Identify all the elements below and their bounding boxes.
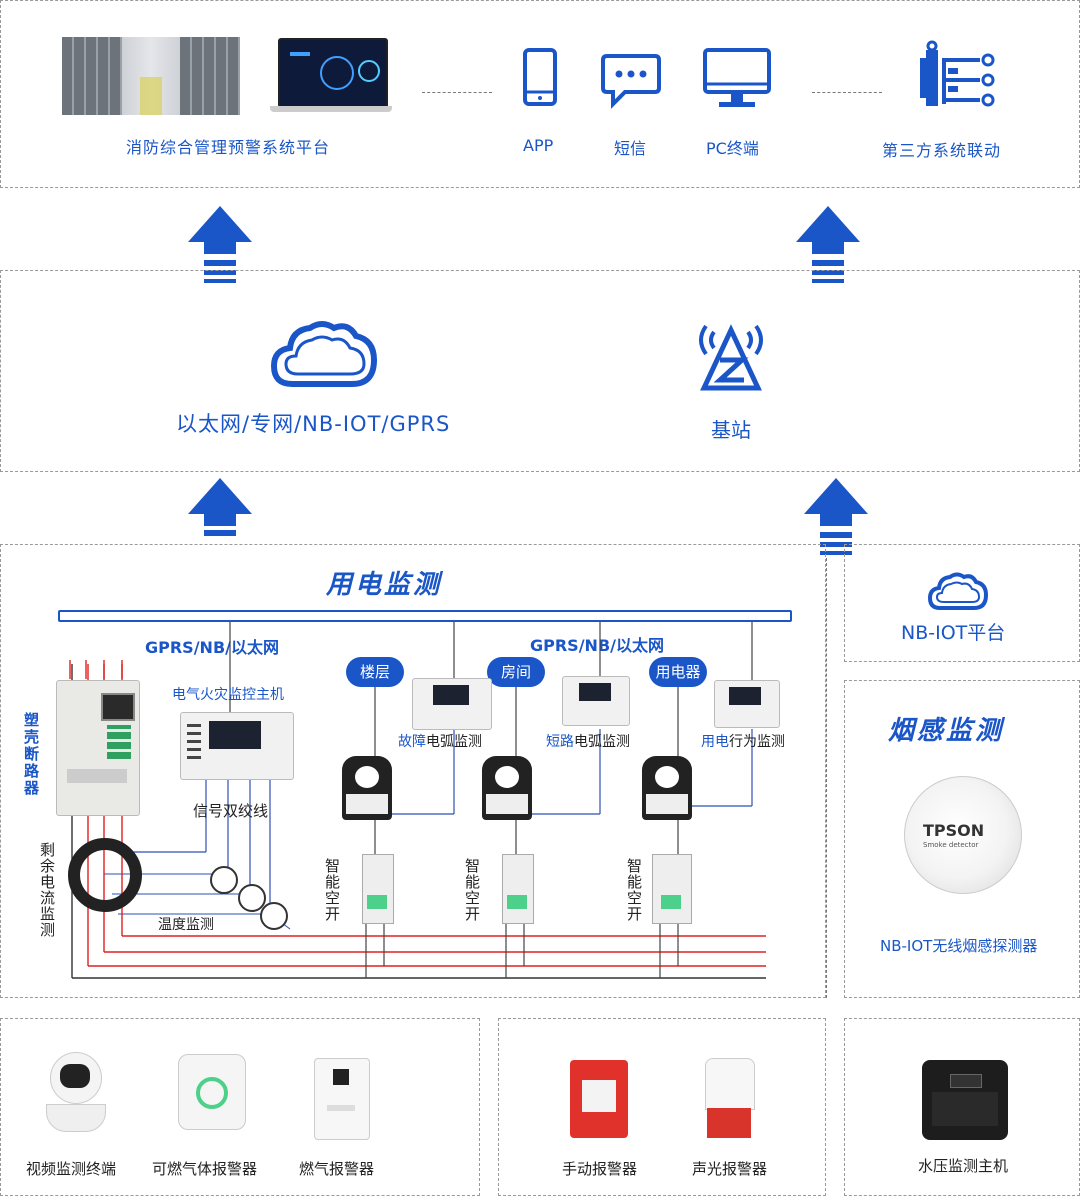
- laptop-dashboard: [270, 38, 392, 113]
- up-arrow-icon: [804, 478, 868, 555]
- video-camera: [46, 1052, 106, 1132]
- nbiot-label: NB-IOT平台: [901, 622, 1006, 644]
- temperature-label: 温度监测: [158, 917, 214, 933]
- bus-label-left: GPRS/NB/以太网: [145, 638, 279, 657]
- video-gas-panel: [0, 1018, 480, 1196]
- smart-switch-label: 智能空开: [325, 857, 341, 923]
- device-label: 水压监测主机: [918, 1157, 1009, 1175]
- monitor-label-1: 故障电弧监测: [398, 734, 482, 750]
- host-label: 电气火灾监控主机: [172, 687, 284, 703]
- pill-room: 房间: [487, 657, 545, 687]
- base-station-icon: [699, 324, 763, 391]
- cloud-label: 以太网/专网/NB-IOT/GPRS: [176, 412, 451, 436]
- base-station-label: 基站: [711, 418, 751, 442]
- cloud-icon: [270, 321, 378, 387]
- monitor-label-2: 短路电弧监测: [546, 734, 630, 750]
- platform-label: 消防综合管理预警系统平台: [126, 138, 331, 157]
- smart-switch-label: 智能空开: [465, 857, 481, 923]
- arc-monitor-device: [562, 676, 630, 726]
- smart-switch: [502, 854, 534, 924]
- up-arrow-icon: [188, 206, 252, 283]
- network-bus: [58, 610, 792, 622]
- device-label: 燃气报警器: [299, 1160, 375, 1178]
- arc-monitor-device: [714, 680, 780, 728]
- molded-case-breaker: [56, 680, 140, 816]
- water-pressure-host: [922, 1060, 1008, 1140]
- combustible-gas-detector: [178, 1054, 246, 1130]
- message-icon: [601, 54, 661, 109]
- dashed-connector: [812, 92, 882, 93]
- device-label: 声光报警器: [692, 1160, 768, 1178]
- power-title: 用电监测: [326, 570, 443, 600]
- monitor-icon: [703, 48, 771, 107]
- current-transformer: [482, 756, 532, 820]
- smart-switch: [362, 854, 394, 924]
- smart-switch: [652, 854, 692, 924]
- smoke-title: 烟感监测: [888, 716, 1005, 746]
- smoke-detector: TPSON Smoke detector: [904, 776, 1022, 894]
- smart-switch-label: 智能空开: [627, 857, 643, 923]
- alarm-panel: [498, 1018, 826, 1196]
- phone-icon: [523, 48, 557, 106]
- temperature-probe: [210, 866, 238, 894]
- control-room-photo: [62, 37, 240, 115]
- app-label: APP: [523, 136, 554, 155]
- device-label: 可燃气体报警器: [152, 1160, 258, 1178]
- sound-light-alarm: [705, 1058, 755, 1138]
- linkage-icon: [920, 40, 995, 107]
- current-transformer: [342, 756, 392, 820]
- pill-appliance: 用电器: [649, 657, 707, 687]
- dashed-connector: [422, 92, 492, 93]
- arc-monitor-device: [412, 678, 492, 730]
- breaker-label: 塑壳断路器: [24, 711, 40, 797]
- pill-floor: 楼层: [346, 657, 404, 687]
- device-label: 手动报警器: [562, 1160, 638, 1178]
- network-panel: [0, 270, 1080, 472]
- device-label: 视频监测终端: [26, 1160, 117, 1178]
- gas-alarm: [314, 1058, 370, 1140]
- up-arrow-icon: [188, 478, 252, 536]
- up-arrow-icon: [796, 206, 860, 283]
- bus-label-right: GPRS/NB/以太网: [530, 636, 664, 655]
- dashed-connector: [826, 558, 827, 998]
- power-monitoring-panel: [0, 544, 826, 998]
- residual-current-ring: [68, 838, 142, 912]
- manual-call-point: [570, 1060, 628, 1138]
- smoke-sub: Smoke detector: [923, 841, 979, 849]
- fire-monitor-host: [180, 712, 294, 780]
- smoke-brand: TPSON: [923, 821, 985, 840]
- smoke-label: NB-IOT无线烟感探测器: [880, 937, 1038, 955]
- sms-label: 短信: [614, 139, 647, 158]
- signal-wire-label: 信号双绞线: [193, 802, 269, 820]
- monitor-label-3: 用电行为监测: [701, 734, 785, 750]
- temperature-probe: [260, 902, 288, 930]
- cloud-icon: [927, 572, 989, 610]
- third-party-label: 第三方系统联动: [882, 141, 1002, 160]
- pc-label: PC终端: [706, 139, 759, 158]
- current-transformer: [642, 756, 692, 820]
- residual-label: 剩余电流监测: [40, 841, 56, 939]
